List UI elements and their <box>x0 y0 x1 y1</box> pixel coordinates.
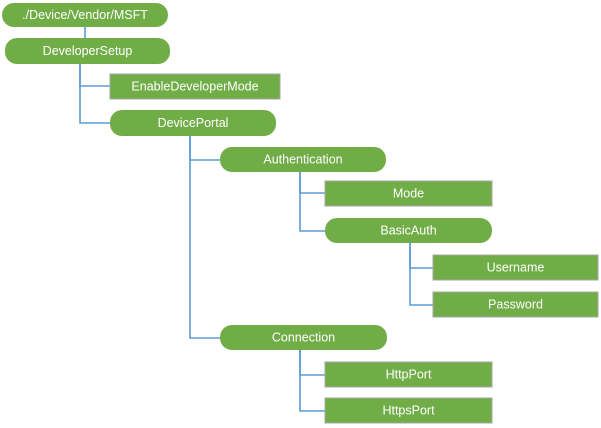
node-root[interactable]: ./Device/Vendor/MSFT <box>2 3 168 27</box>
node-label-enabledevelopermode: EnableDeveloperMode <box>131 79 258 93</box>
node-label-connection: Connection <box>272 330 335 344</box>
node-label-httpsport: HttpsPort <box>382 403 435 417</box>
node-label-authentication: Authentication <box>263 152 342 166</box>
node-shape-deviceportal[interactable] <box>110 110 276 136</box>
node-layer: ./Device/Vendor/MSFT DeveloperSetupEnable… <box>2 3 599 424</box>
node-shape-authentication[interactable] <box>220 147 386 172</box>
node-label-root: ./Device/Vendor/MSFT <box>22 8 148 22</box>
node-shape-developersetup[interactable] <box>5 38 170 64</box>
node-shape-httpsport[interactable] <box>324 397 493 424</box>
node-username[interactable]: Username <box>432 254 599 281</box>
node-enabledevelopermode[interactable]: EnableDeveloperMode <box>109 73 281 100</box>
connector-connection-to-httpport <box>299 350 325 376</box>
node-basicauth[interactable]: BasicAuth <box>325 218 492 243</box>
connector-basicauth-to-username <box>409 243 433 269</box>
connector-authentication-to-mode <box>299 172 325 194</box>
node-shape-enabledevelopermode[interactable] <box>109 73 281 100</box>
connector-layer <box>79 27 433 412</box>
node-shape-mode[interactable] <box>324 180 493 207</box>
node-httpport[interactable]: HttpPort <box>324 361 493 388</box>
node-label-deviceportal: DevicePortal <box>158 116 229 130</box>
node-shape-httpport[interactable] <box>324 361 493 388</box>
connector-authentication-to-basicauth <box>299 172 325 232</box>
node-mode[interactable]: Mode <box>324 180 493 207</box>
connector-connection-to-httpsport <box>299 350 325 412</box>
node-label-mode: Mode <box>393 186 424 200</box>
node-label-basicauth: BasicAuth <box>380 223 436 237</box>
node-authentication[interactable]: Authentication <box>220 147 386 172</box>
node-shape-password[interactable] <box>432 291 599 318</box>
node-shape-root[interactable] <box>2 3 168 27</box>
connector-basicauth-to-password <box>409 243 433 306</box>
connector-developersetup-to-enabledevelopermode <box>79 64 110 87</box>
connector-deviceportal-to-authentication <box>189 136 220 161</box>
node-httpsport[interactable]: HttpsPort <box>324 397 493 424</box>
node-deviceportal[interactable]: DevicePortal <box>110 110 276 136</box>
node-shape-username[interactable] <box>432 254 599 281</box>
node-label-developersetup: DeveloperSetup <box>43 44 133 58</box>
node-shape-basicauth[interactable] <box>325 218 492 243</box>
node-label-password: Password <box>488 297 543 311</box>
node-label-httpport: HttpPort <box>386 367 432 381</box>
node-connection[interactable]: Connection <box>220 325 387 350</box>
connector-deviceportal-to-connection <box>189 136 220 339</box>
node-password[interactable]: Password <box>432 291 599 318</box>
node-label-username: Username <box>487 260 545 274</box>
node-developersetup[interactable]: DeveloperSetup <box>5 38 170 64</box>
connector-developersetup-to-deviceportal <box>79 64 110 124</box>
node-shape-connection[interactable] <box>220 325 387 350</box>
